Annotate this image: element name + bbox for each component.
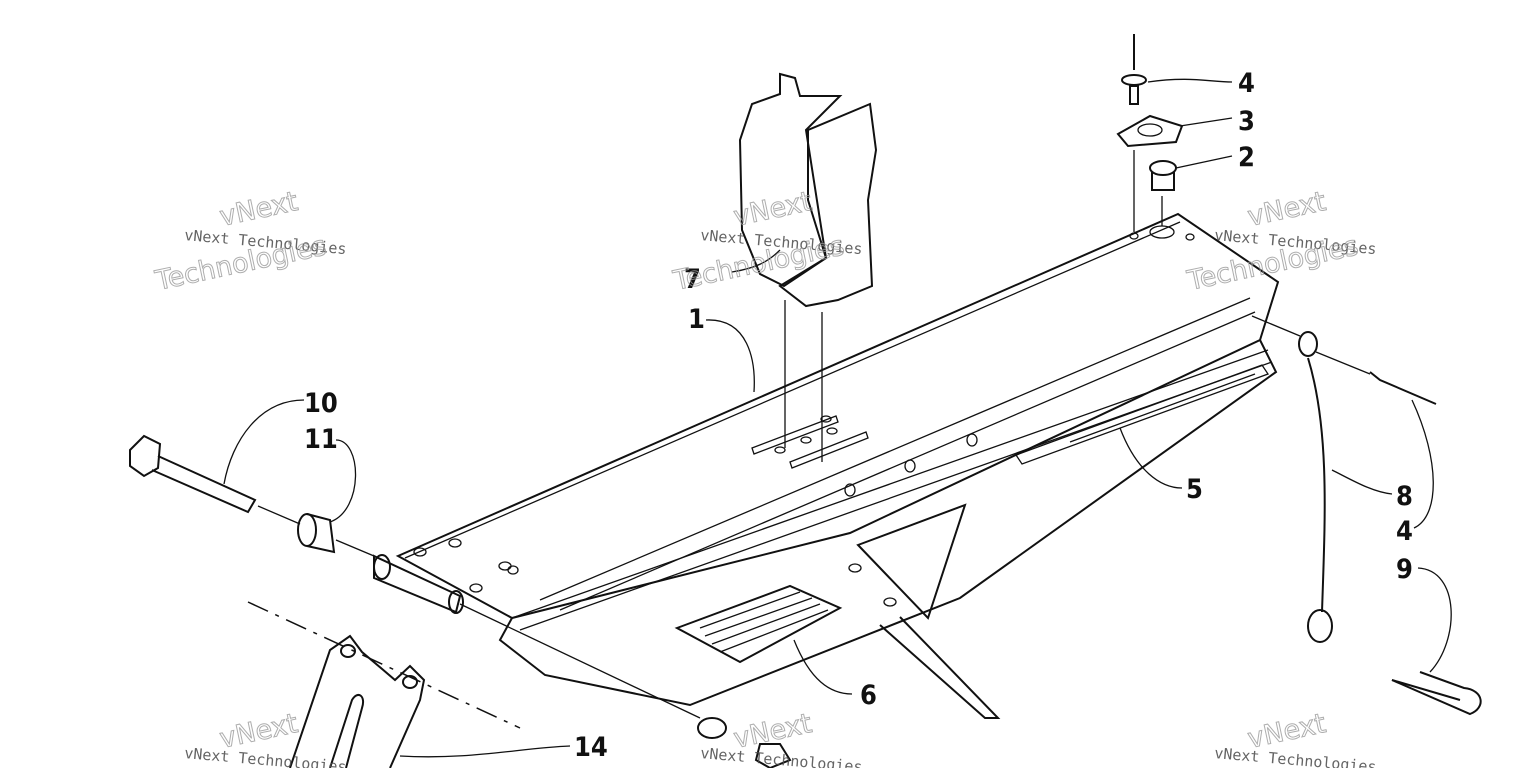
callout-5: 5 (1186, 474, 1203, 505)
foot-pad (738, 72, 878, 462)
watermark-bottom-center: vNext vNext Technologies (700, 708, 864, 768)
watermark-bottom-left: vNext vNext Technologies (184, 708, 348, 768)
callout-4-right: 4 (1396, 516, 1413, 547)
callout-8: 8 (1396, 481, 1413, 512)
leader-lines (223, 78, 1452, 758)
watermark-word-top: vNext (217, 186, 301, 233)
bolt-assembly (129, 434, 792, 768)
callout-9: 9 (1396, 554, 1413, 585)
callout-7: 7 (684, 264, 701, 295)
watermark-word-top: vNext (731, 186, 815, 233)
watermark-top-left: vNext vNext Technologies Technologies (152, 186, 348, 298)
top-fasteners (1116, 34, 1184, 232)
watermark-top-center: vNext vNext Technologies Technologies (670, 186, 864, 298)
watermark-bottom-right: vNext vNext Technologies (1214, 708, 1378, 768)
watermark-word-top: vNext (1245, 186, 1329, 233)
callout-labels: 1 2 3 4 4 5 6 7 8 9 10 11 14 (304, 68, 1413, 763)
tether-cord (1251, 315, 1437, 643)
watermark-line: vNext Technologies (1214, 744, 1378, 768)
watermark-line: vNext Technologies (184, 744, 348, 768)
mount-bracket (247, 601, 521, 768)
callout-11: 11 (304, 424, 338, 455)
footrest-plate (395, 212, 1280, 719)
callout-4-top: 4 (1238, 68, 1255, 99)
hairpin-clip (1391, 671, 1482, 716)
watermark-top-right: vNext vNext Technologies Technologies (1184, 186, 1378, 298)
callout-2: 2 (1238, 142, 1255, 173)
callout-1: 1 (688, 304, 705, 335)
callout-14: 14 (574, 732, 608, 763)
callout-10: 10 (304, 388, 338, 419)
callout-3: 3 (1238, 106, 1255, 137)
callout-6: 6 (860, 680, 877, 711)
